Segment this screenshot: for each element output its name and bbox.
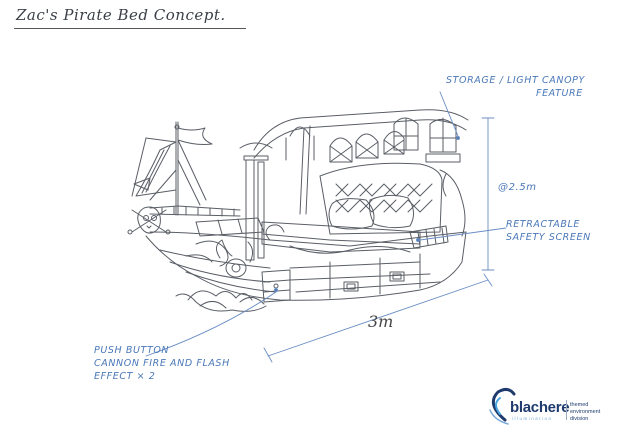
bow-deck-rail — [149, 205, 241, 217]
blachere-logo: blachere illumination themed environment… — [488, 387, 614, 429]
length-dimension-line — [263, 273, 493, 363]
storage-note-line1: STORAGE / LIGHT CANOPY — [446, 75, 585, 86]
tufted-headboard — [319, 162, 443, 235]
safety-note-line2: SAFETY SCREEN — [506, 232, 591, 243]
logo-name: blachere — [510, 399, 570, 416]
page-title: Zac's Pirate Bed Concept. — [16, 6, 226, 24]
blachere-logo-mark — [489, 387, 516, 425]
length-label: 3m — [368, 312, 394, 331]
skull-figurehead — [127, 206, 171, 235]
mattress — [261, 221, 421, 253]
stern-scroll — [439, 169, 466, 237]
canopy-frame — [253, 109, 469, 215]
safety-leader-line — [416, 227, 507, 242]
rigging — [149, 139, 207, 206]
canopy-storage-arches — [329, 131, 405, 163]
logo-division-line1: themed environment — [570, 402, 601, 415]
safety-screen-note: RETRACTABLE SAFETY SCREEN — [506, 218, 591, 244]
front-cannon — [216, 239, 254, 278]
storage-canopy-note: STORAGE / LIGHT CANOPY FEATURE — [446, 74, 585, 100]
logo-tagline: illumination — [512, 416, 553, 421]
storage-note-line2: FEATURE — [536, 88, 583, 99]
height-label: @2.5m — [498, 182, 537, 193]
title-underline — [14, 28, 246, 29]
front-posts — [239, 142, 273, 261]
front-bench — [195, 217, 265, 237]
storage-leader-line — [439, 91, 460, 140]
hull — [145, 231, 467, 301]
height-dimension-line — [481, 117, 495, 271]
main-sail — [131, 137, 177, 197]
hull-wave-decoration — [185, 224, 411, 267]
push-note-line2: CANNON FIRE AND FLASH — [94, 358, 230, 369]
push-button-leader-line — [145, 288, 278, 357]
cannon-box — [261, 269, 291, 303]
base-waves — [175, 290, 267, 312]
logo-divider — [566, 400, 567, 420]
flag — [177, 127, 213, 145]
safety-note-line1: RETRACTABLE — [506, 219, 580, 230]
hull-porthole-cannons — [343, 271, 405, 292]
logo-division-line2: division — [570, 416, 589, 422]
push-button-note: PUSH BUTTON CANNON FIRE AND FLASH EFFECT… — [94, 344, 230, 383]
canopy-windows — [393, 117, 461, 163]
pillows — [328, 194, 414, 230]
push-note-line3: EFFECT × 2 — [94, 371, 156, 382]
push-note-line1: PUSH BUTTON — [94, 345, 170, 356]
logo-division: themed environment division — [570, 402, 614, 423]
